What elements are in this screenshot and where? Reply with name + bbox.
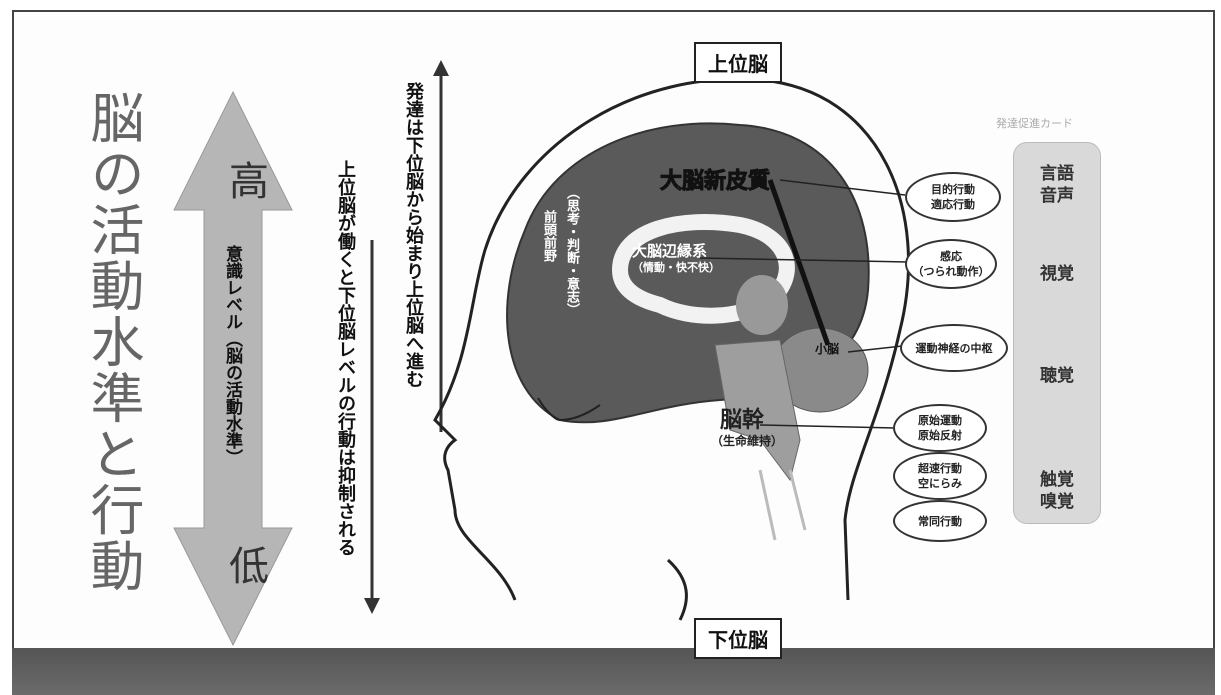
sense-language: 言語 音声 xyxy=(1014,163,1100,207)
sense-line2: 嗅覚 xyxy=(1040,492,1074,512)
development-arrow-head xyxy=(433,60,449,76)
suppression-note: 上位脳が働くと下位脳レベルの行動は抑制される xyxy=(335,160,356,556)
spinal-ray xyxy=(788,469,807,531)
neck-line xyxy=(666,558,688,621)
activity-level-double-arrow xyxy=(173,90,293,647)
behavior-line2: 原始反射 xyxy=(918,429,962,442)
suppression-arrow-head xyxy=(364,598,380,614)
behavior-line1: 目的行動 xyxy=(931,183,975,196)
leader-line xyxy=(759,424,896,429)
behavior-oval-motor-center: 運動神経の中枢 xyxy=(900,324,1008,372)
leader-line xyxy=(779,179,906,196)
behavior-line2: （つられ動作） xyxy=(912,265,990,278)
behavior-oval-rapid: 超速行動 空にらみ xyxy=(893,452,987,500)
low-label: 低 xyxy=(222,545,268,585)
high-label: 高 xyxy=(222,160,268,200)
behavior-line1: 常同行動 xyxy=(918,514,962,528)
sense-line2: 音声 xyxy=(1040,186,1074,206)
behavior-oval-stereotyped: 常同行動 xyxy=(893,500,987,542)
leader-line xyxy=(847,345,903,353)
sense-line1: 言語 xyxy=(1040,164,1074,184)
page-title: 脳の活動水準と行動 xyxy=(81,90,144,594)
frontal-cortex-label: 前頭前野 xyxy=(541,210,556,262)
behavior-line1: 超速行動 xyxy=(918,462,962,475)
spinal-ray xyxy=(758,469,777,541)
sense-line1: 視覚 xyxy=(1040,264,1074,284)
limbic-system-label: 大脳辺縁系 xyxy=(632,242,708,260)
behavior-oval-induction: 感応 （つられ動作） xyxy=(905,239,997,289)
bottom-band xyxy=(12,648,1215,695)
behavior-oval-purposeful: 目的行動 適応行動 xyxy=(905,172,1001,222)
limbic-system-sub-label: （情動・快不快） xyxy=(632,261,720,274)
consciousness-level-label: 意識レベル（脳の活動水準） xyxy=(222,245,242,466)
sense-line1: 聴覚 xyxy=(1040,366,1074,386)
brainstem-label: 脳幹 xyxy=(720,408,765,433)
limbic-inner xyxy=(736,275,788,335)
behavior-line1: 運動神経の中枢 xyxy=(915,341,993,355)
eye-shape xyxy=(537,397,601,422)
cerebellum-label: 小脳 xyxy=(815,342,840,356)
frontal-cortex-sub-label: （思考・判断・意志） xyxy=(564,186,579,316)
sense-touch-smell: 触覚 嗅覚 xyxy=(1014,469,1100,513)
development-note: 発達は下位脳から始まり上位脳へ進む xyxy=(403,82,424,388)
sense-hearing: 聴覚 xyxy=(1014,365,1100,387)
behavior-line1: 感応 xyxy=(940,250,962,263)
behavior-oval-primitive: 原始運動 原始反射 xyxy=(893,404,987,452)
neocortex-label: 大脳新皮質 xyxy=(659,169,771,195)
sense-vision: 視覚 xyxy=(1014,263,1100,285)
sense-line1: 触覚 xyxy=(1040,470,1074,490)
senses-panel: 言語 音声 視覚 聴覚 触覚 嗅覚 xyxy=(1013,142,1101,524)
brainstem-sub-label: （生命維持） xyxy=(711,434,784,448)
neocortex-to-cerebellum-line xyxy=(767,179,831,346)
senses-header: 発達促進カード xyxy=(996,117,1073,130)
behavior-line2: 適応行動 xyxy=(931,198,975,211)
behavior-line2: 空にらみ xyxy=(918,477,962,490)
brainstem-shape xyxy=(714,339,801,482)
upper-brain-label: 上位脳 xyxy=(694,42,782,83)
behavior-line1: 原始運動 xyxy=(918,414,962,427)
leader-line xyxy=(699,257,909,263)
lower-brain-label: 下位脳 xyxy=(694,618,782,659)
head-outline xyxy=(433,77,910,601)
